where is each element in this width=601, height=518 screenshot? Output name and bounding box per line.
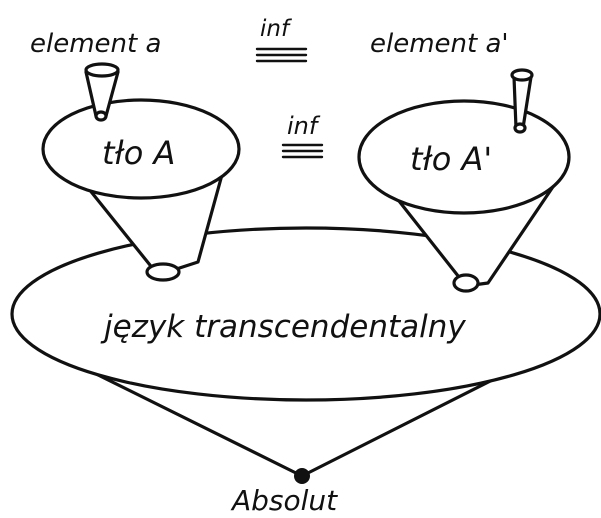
equivalence-sign-top bbox=[255, 47, 308, 63]
element-a-bottom-opening bbox=[94, 110, 108, 122]
element-a-prime-cone bbox=[510, 68, 534, 134]
background-a-cone: tło A bbox=[41, 98, 241, 282]
element-a-prime-bottom-opening bbox=[513, 122, 527, 134]
label-absolute: Absolut bbox=[230, 484, 338, 517]
background-a-ellipse bbox=[41, 98, 241, 200]
label-inf-top: inf bbox=[260, 16, 292, 42]
label-element-a: element a bbox=[30, 29, 161, 59]
label-transcendental-language: język transcendentalny bbox=[100, 309, 466, 345]
background-a-small-opening bbox=[145, 262, 181, 282]
element-a-prime-top-opening bbox=[510, 68, 534, 82]
background-a-prime-cone: tło A' bbox=[357, 99, 571, 293]
label-element-a-prime: element a' bbox=[370, 29, 509, 59]
label-inf-middle: inf bbox=[287, 112, 321, 140]
label-background-a-prime: tło A' bbox=[410, 140, 492, 178]
absolute-point bbox=[294, 468, 310, 484]
element-a-cone bbox=[84, 62, 120, 122]
element-a-top-opening bbox=[84, 62, 120, 78]
background-a-prime-small-opening bbox=[452, 273, 480, 293]
equivalence-sign-middle bbox=[281, 143, 324, 159]
label-background-a: tło A bbox=[102, 134, 175, 172]
